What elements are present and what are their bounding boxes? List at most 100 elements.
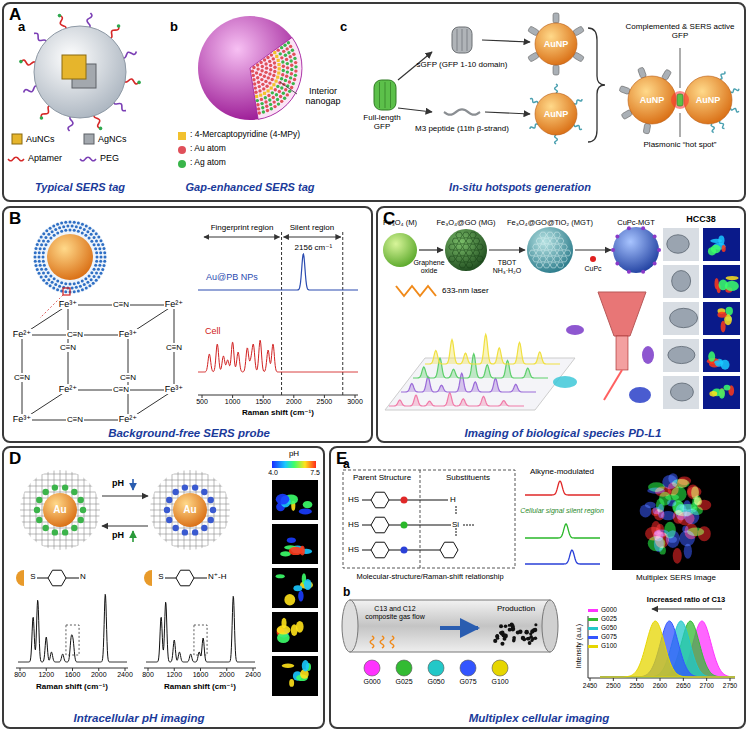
atom xyxy=(264,96,267,99)
ph-signal xyxy=(284,594,295,605)
hexagon-pattern xyxy=(463,232,470,238)
atom xyxy=(272,57,275,60)
particle-label: Fe₃O₄@GO (MG) xyxy=(436,219,495,228)
peptide-strand xyxy=(574,125,582,130)
ph-signal xyxy=(276,494,290,505)
column-header: Parent Structure xyxy=(353,473,411,482)
atom xyxy=(294,61,297,64)
pb-unit xyxy=(73,229,76,232)
pb-unit xyxy=(75,225,78,228)
atom-label: Fe²⁺ xyxy=(164,299,184,309)
peptide-strand xyxy=(720,71,725,79)
hexagon-pattern xyxy=(449,244,456,250)
pb-unit xyxy=(96,256,99,259)
tick-label: 2000 xyxy=(91,671,107,679)
sers-map xyxy=(703,228,740,261)
pb-unit xyxy=(56,280,59,283)
mpy-reporter xyxy=(62,484,68,490)
arrow xyxy=(102,495,148,496)
atom xyxy=(262,110,265,113)
pb-unit xyxy=(97,236,100,239)
atom xyxy=(270,107,273,110)
mesh-line xyxy=(148,552,232,553)
mpy-reporter xyxy=(192,484,198,490)
series-label: Au@PB NPs xyxy=(206,272,258,282)
multiplex-signal xyxy=(698,526,711,541)
atom xyxy=(258,85,261,88)
atom xyxy=(284,54,287,57)
mesh-line xyxy=(18,534,102,535)
mesh-line xyxy=(220,468,221,552)
multiplex-imaging xyxy=(342,466,740,681)
mesh-line xyxy=(90,468,91,552)
alkyne-marker xyxy=(401,522,408,529)
sers-signal xyxy=(710,239,722,243)
product-particle xyxy=(511,624,515,628)
mpy-molecule xyxy=(259,94,262,97)
atom xyxy=(293,78,296,81)
atom xyxy=(273,65,276,68)
subpanel-letter: c xyxy=(340,20,347,35)
pb-unit xyxy=(95,260,98,263)
mpy-molecule xyxy=(277,59,280,62)
pb-unit xyxy=(99,251,102,254)
hexagon-pattern xyxy=(550,238,557,244)
tick xyxy=(125,668,126,671)
ph-signal xyxy=(298,591,303,602)
mpy-reporter xyxy=(201,489,207,495)
atom xyxy=(268,72,271,75)
bond-label: C≡N xyxy=(66,415,84,424)
atom xyxy=(290,68,293,71)
curly-brace xyxy=(588,28,605,142)
outer-sphere xyxy=(198,16,302,120)
region-label: Silent region xyxy=(290,223,334,232)
pb-unit xyxy=(56,288,59,291)
cell-shape xyxy=(670,308,698,327)
multiplex-signal xyxy=(655,486,671,496)
hexagon-pattern xyxy=(540,256,547,262)
atom xyxy=(260,98,263,101)
gold-nanoparticle xyxy=(684,76,732,124)
tick-label: 800 xyxy=(14,671,26,679)
sers-signal xyxy=(708,351,715,361)
typical-sers-tag xyxy=(8,13,141,161)
atom xyxy=(264,62,267,65)
atom xyxy=(267,76,270,79)
tick xyxy=(46,668,47,671)
methyl xyxy=(463,525,474,526)
tick-label: 2750 xyxy=(723,682,737,689)
pb-unit xyxy=(85,286,88,289)
peptide-strand xyxy=(731,89,739,93)
tick-label: 2000 xyxy=(286,398,302,406)
multiplex-signal xyxy=(680,504,697,511)
leader-line xyxy=(680,113,681,137)
pb-unit xyxy=(40,236,43,239)
condition-label: pH xyxy=(112,530,124,540)
pb-unit xyxy=(104,256,107,259)
particle-label: Fe₃O₄ (M) xyxy=(383,219,417,228)
product-particle xyxy=(504,624,508,628)
product-particle xyxy=(527,637,531,641)
peptide-strand xyxy=(719,121,724,129)
pb-unit xyxy=(86,230,89,233)
tick xyxy=(355,395,356,398)
atom xyxy=(268,60,271,63)
atom xyxy=(290,59,293,62)
ph-image xyxy=(272,612,318,652)
au-nanocube-icon xyxy=(12,134,22,144)
panel-letter: B xyxy=(9,209,21,229)
pb-unit xyxy=(56,231,59,234)
alkyne-marker xyxy=(401,497,408,504)
arrow xyxy=(132,531,134,542)
pb-unit xyxy=(81,288,84,291)
pb-unit xyxy=(42,279,45,282)
multiplex-signal xyxy=(655,532,669,548)
cell-shape xyxy=(667,235,689,253)
mesh-line xyxy=(18,546,102,547)
sers-map xyxy=(703,376,740,409)
au-nanocube xyxy=(62,55,86,79)
atom xyxy=(282,64,285,67)
tick xyxy=(324,395,325,398)
arrow xyxy=(575,249,611,250)
